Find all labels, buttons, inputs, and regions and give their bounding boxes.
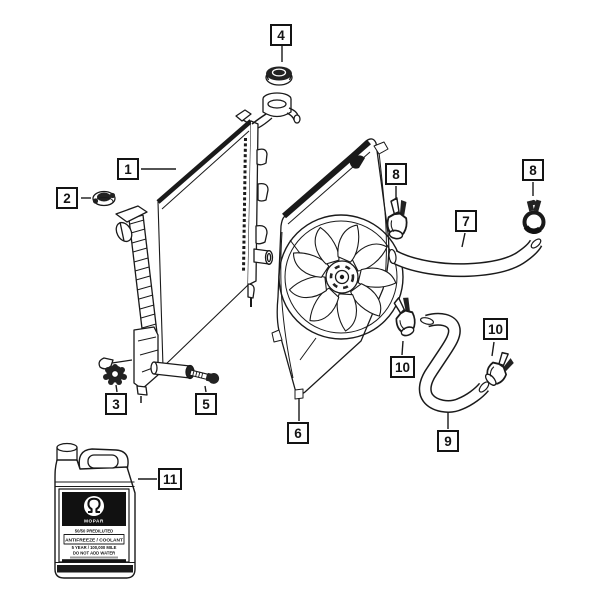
upper-radiator-hose-illustration	[388, 238, 543, 278]
callout-4: 4	[270, 24, 292, 46]
callout-8-left: 8	[385, 163, 407, 185]
jug-label-text: MOPAR 50/50 PREDILUTED ANTIFREEZE / COOL…	[65, 519, 123, 556]
fan-shroud-illustration	[271, 138, 404, 400]
callout-2: 2	[56, 187, 78, 209]
jug-line3-text: 5 YEAR / 100,000 MILE	[72, 545, 117, 550]
bolt-part5	[189, 369, 220, 384]
hose-clamp-10-left	[391, 293, 419, 339]
callout-6: 6	[287, 422, 309, 444]
mounting-grommet-part2	[92, 190, 116, 207]
hose-clamp-8-right	[522, 199, 546, 234]
radiator-illustration	[98, 92, 301, 403]
callout-7: 7	[455, 210, 477, 232]
callout-9: 9	[437, 430, 459, 452]
callout-8-right: 8	[522, 159, 544, 181]
jug-line1-text: 50/50 PREDILUTED	[75, 529, 113, 534]
callout-3: 3	[105, 393, 127, 415]
jug-line4-text: DO NOT ADD WATER	[73, 551, 115, 556]
jug-line2-text: ANTIFREEZE / COOLANT	[65, 538, 123, 544]
callout-5: 5	[195, 393, 217, 415]
callout-1: 1	[117, 158, 139, 180]
leader-lines	[81, 46, 534, 480]
jug-brand-text: MOPAR	[84, 519, 104, 524]
drain-plug-part3	[103, 364, 127, 385]
radiator-cap-part4	[265, 66, 293, 86]
callout-11: 11	[158, 468, 183, 490]
callout-10-right: 10	[483, 318, 509, 340]
coolant-jug-illustration	[54, 442, 136, 579]
lower-radiator-hose-illustration	[418, 312, 490, 413]
hose-clamp-8-left	[385, 196, 410, 241]
callout-10-left: 10	[390, 356, 416, 378]
